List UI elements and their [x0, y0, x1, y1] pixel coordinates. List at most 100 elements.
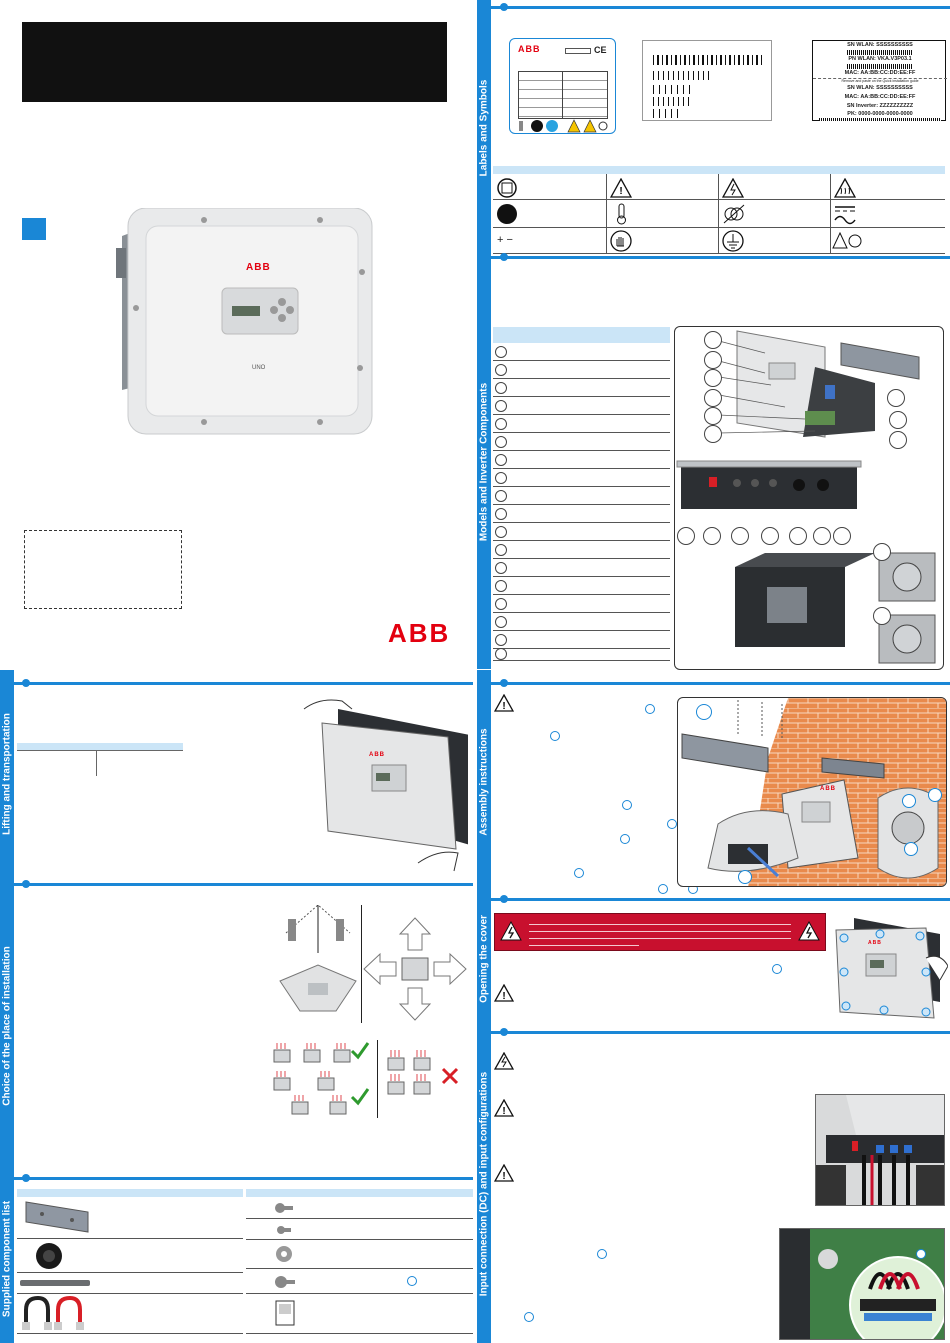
section-dot-lifting	[22, 679, 30, 687]
symbols-table-header	[493, 166, 945, 174]
assembly-illustration	[677, 697, 947, 887]
inverter-product-image	[114, 207, 376, 436]
tab-choice-place: Choice of the place of installation	[0, 878, 14, 1174]
svg-text:!: !	[502, 701, 505, 712]
callout-03	[704, 369, 722, 387]
section-rule-supplied	[14, 1177, 473, 1180]
lifting-table-header	[17, 743, 183, 750]
manual-document-image	[275, 1300, 295, 1326]
thermometer-icon	[617, 203, 626, 225]
dc-ac-icon	[834, 206, 856, 225]
serial-barcode-label	[642, 40, 772, 121]
callout-07	[887, 389, 905, 407]
components-illustration	[674, 326, 944, 670]
assembly-inverter-logo: ABB	[820, 786, 836, 792]
cable-gland-image	[36, 1243, 62, 1269]
svg-text:!: !	[502, 991, 505, 1002]
small-screw-image	[277, 1226, 291, 1234]
warning-icon-assembly: !	[494, 694, 514, 712]
tab-assembly: Assembly instructions	[477, 670, 491, 894]
ground-icon	[722, 230, 744, 252]
callout-15	[813, 527, 831, 545]
callout-02	[704, 351, 722, 369]
section-dot-input	[500, 1028, 508, 1036]
opening-cover-illustration	[830, 914, 949, 1022]
callout-08	[889, 411, 907, 429]
rod-image	[20, 1280, 90, 1286]
section-rule-lifting	[14, 682, 473, 685]
callout-01	[704, 331, 722, 349]
multi-inverter-layout-bad	[384, 1046, 438, 1096]
electric-warning-icon-left	[500, 921, 522, 941]
screw-image	[275, 1203, 293, 1213]
cover-abb-logo: ABB	[388, 618, 451, 648]
lifting-illustration	[298, 695, 470, 873]
supplied-table-header-left	[17, 1189, 243, 1197]
cross-icon	[441, 1067, 459, 1085]
check-icon-2	[350, 1088, 370, 1106]
svg-text:!: !	[502, 1106, 505, 1117]
danger-banner	[494, 913, 826, 951]
section-dot-labels	[500, 3, 508, 11]
lifting-inverter-logo: ABB	[369, 752, 385, 758]
rating-label: ABB CE	[509, 38, 616, 134]
multi-inverter-layout-good	[268, 1040, 368, 1116]
assembly-step-2	[902, 794, 916, 808]
section-dot-supplied	[22, 1174, 30, 1182]
callout-16	[833, 527, 851, 545]
rating-label-symbols	[519, 119, 608, 133]
callout-11	[703, 527, 721, 545]
transformer-icon	[723, 204, 745, 224]
components-table-header	[493, 327, 670, 343]
warning-icon: !	[610, 178, 632, 198]
washer-image	[276, 1246, 292, 1262]
terminal-callout	[916, 1249, 926, 1259]
callout-06	[704, 425, 722, 443]
clearance-illustration	[362, 916, 468, 1022]
bolt-image	[275, 1276, 295, 1288]
warning-icon-input-2: !	[494, 1164, 514, 1182]
callout-18	[873, 607, 891, 625]
check-icon	[350, 1042, 370, 1060]
supplied-ref-circle	[407, 1276, 417, 1286]
callout-10	[677, 527, 695, 545]
section-rule-models	[491, 256, 950, 259]
svg-text:!: !	[502, 1171, 505, 1182]
assembly-step-1	[696, 704, 712, 720]
section-rule-opening	[491, 898, 950, 901]
mounting-bracket-image	[25, 1201, 89, 1233]
electric-warning-icon-input	[494, 1052, 514, 1070]
jumper-cables-image	[22, 1296, 84, 1330]
warning-timer-icon	[832, 232, 862, 249]
section-rule-input	[491, 1031, 950, 1034]
section-dot-opening	[500, 895, 508, 903]
wlan-label: SN WLAN: SSSSSSSSSS PN WLAN: VKA.V3P03.1…	[812, 40, 947, 121]
tab-supplied: Supplied component list	[0, 1174, 14, 1343]
dc-terminal-board-photo	[779, 1228, 945, 1340]
callout-14	[789, 527, 807, 545]
section-dot-models	[500, 253, 508, 261]
cover-title-block	[22, 22, 447, 102]
plus-minus-symbol: + −	[497, 234, 513, 246]
tab-input-dc: Input connection (DC) and input configur…	[477, 1024, 491, 1343]
cover-inverter-model: UNO	[252, 365, 266, 371]
svg-text:!: !	[619, 186, 622, 197]
section-rule-assembly	[491, 682, 950, 685]
callout-17	[873, 543, 891, 561]
callout-12	[731, 527, 749, 545]
warning-icon-opening: !	[494, 984, 514, 1002]
section-rule-labels	[491, 6, 950, 9]
section-dot-choice	[22, 880, 30, 888]
tab-labels-symbols: Labels and Symbols	[477, 0, 491, 255]
tab-opening-cover: Opening the cover	[477, 894, 491, 1024]
callout-04	[704, 389, 722, 407]
ce-mark: CE	[594, 45, 607, 55]
dc-connectors-photo	[815, 1094, 945, 1206]
assembly-step-3	[928, 788, 942, 802]
warning-icon-input-1: !	[494, 1099, 514, 1117]
tab-models-components: Models and Inverter Components	[477, 255, 491, 669]
callout-13	[761, 527, 779, 545]
manual-icon	[497, 178, 517, 198]
section-dot-assembly	[500, 679, 508, 687]
black-dot-icon	[497, 204, 517, 224]
